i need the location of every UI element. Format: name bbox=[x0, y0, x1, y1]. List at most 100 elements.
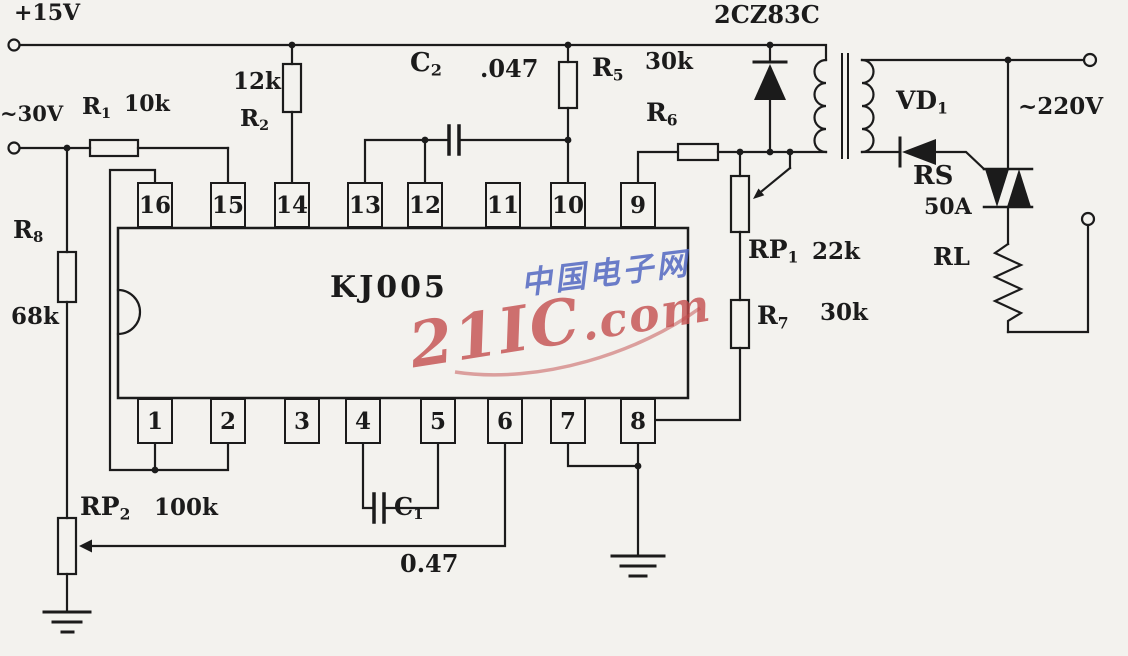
junction-dots bbox=[63, 41, 1012, 474]
label-r7-sub: 7 bbox=[777, 313, 789, 333]
label-ic: KJ005 bbox=[330, 270, 448, 305]
terminal-30v bbox=[7, 141, 21, 155]
label-r2-sub: 2 bbox=[259, 117, 270, 134]
label-c2-value: .047 bbox=[480, 54, 539, 83]
label-r8-name: R bbox=[13, 215, 33, 244]
label-r1-value: 10k bbox=[124, 91, 170, 117]
label-rs: RS bbox=[913, 161, 954, 191]
terminals bbox=[7, 38, 1098, 227]
label-r2-value: 12k bbox=[233, 68, 281, 95]
rs-triangle-left bbox=[985, 169, 1009, 207]
pin-box-13: 13 bbox=[347, 182, 383, 228]
resistor-r2 bbox=[281, 62, 303, 114]
secondary-winding bbox=[860, 58, 875, 154]
pin-number: 14 bbox=[276, 191, 309, 219]
pin-number: 15 bbox=[212, 191, 245, 219]
label-r2-name: R bbox=[240, 105, 260, 132]
label-vd1: VD1 bbox=[896, 88, 948, 116]
pin-box-7: 7 bbox=[550, 398, 586, 444]
label-rectifier: 2CZ83C bbox=[714, 0, 820, 29]
label-r8: R8 bbox=[13, 218, 43, 245]
wire bbox=[382, 442, 440, 510]
pin-number: 11 bbox=[487, 191, 520, 219]
label-r5-value: 30k bbox=[645, 48, 693, 75]
vd1-triangle bbox=[902, 139, 936, 165]
label-rp2: RP2 bbox=[80, 494, 130, 522]
ic-notch bbox=[116, 288, 142, 336]
label-vd1-sub: 1 bbox=[937, 98, 948, 118]
thyristor-rs bbox=[982, 167, 1034, 209]
pin-box-3: 3 bbox=[284, 398, 320, 444]
pin-number: 2 bbox=[219, 407, 236, 435]
pin-box-14: 14 bbox=[274, 182, 310, 228]
label-rp2-name: RP bbox=[80, 492, 120, 521]
terminal-15v bbox=[7, 38, 21, 52]
pin-box-15: 15 bbox=[210, 182, 246, 228]
load-rl bbox=[992, 242, 1024, 334]
pin-box-2: 2 bbox=[210, 398, 246, 444]
resistor-r1 bbox=[88, 138, 140, 158]
pin-number: 9 bbox=[629, 191, 646, 219]
wire bbox=[636, 150, 680, 184]
pin-box-16: 16 bbox=[137, 182, 173, 228]
capacitor-c2 bbox=[447, 124, 461, 156]
terminal-mains-bottom bbox=[1080, 211, 1096, 227]
pin-number: 10 bbox=[552, 191, 585, 219]
rp1-wiper-line bbox=[760, 166, 792, 193]
label-supply-30v: ~30V bbox=[0, 101, 64, 126]
label-c1: C1 bbox=[394, 495, 423, 522]
label-supply-15v: +15V bbox=[14, 0, 81, 26]
rp2-wiper-arrowhead bbox=[79, 539, 92, 553]
label-rp1-value: 22k bbox=[812, 238, 860, 265]
label-r7: R7 bbox=[757, 303, 789, 331]
resistor-r7 bbox=[729, 298, 751, 350]
label-vd1-name: VD bbox=[896, 86, 938, 115]
label-rp1: RP1 bbox=[748, 237, 798, 265]
label-c2-sub: 2 bbox=[430, 60, 442, 80]
label-r8-value: 68k bbox=[11, 303, 59, 330]
potentiometer-rp2 bbox=[56, 516, 92, 576]
label-c1-sub: 1 bbox=[413, 505, 424, 524]
pin-box-12: 12 bbox=[407, 182, 443, 228]
pin-number: 8 bbox=[629, 407, 646, 435]
pin-number: 12 bbox=[409, 191, 442, 219]
wire bbox=[363, 138, 451, 184]
pin-number: 4 bbox=[354, 407, 371, 435]
capacitor-c1 bbox=[372, 492, 386, 524]
diode-2cz83c bbox=[752, 60, 788, 100]
pin-box-5: 5 bbox=[420, 398, 456, 444]
pin-box-1: 1 bbox=[137, 398, 173, 444]
pin-box-8: 8 bbox=[620, 398, 656, 444]
label-r6-name: R bbox=[646, 98, 667, 127]
label-rs-value: 50A bbox=[924, 194, 972, 220]
pin-number: 16 bbox=[139, 191, 172, 219]
wire bbox=[655, 346, 742, 422]
rp1-wiper-arrowhead bbox=[753, 188, 765, 199]
label-r5-sub: 5 bbox=[612, 65, 624, 85]
resistor-r6 bbox=[676, 142, 720, 162]
rl-zigzag bbox=[992, 242, 1024, 334]
label-r5: R5 bbox=[592, 55, 624, 83]
label-c2-name: C bbox=[410, 48, 431, 78]
wire-segments bbox=[18, 43, 1090, 614]
wire bbox=[361, 442, 376, 510]
pin-number: 5 bbox=[429, 407, 446, 435]
pin-box-6: 6 bbox=[487, 398, 523, 444]
pin-number: 13 bbox=[349, 191, 382, 219]
label-r6-sub: 6 bbox=[666, 110, 678, 130]
resistor-r5 bbox=[557, 60, 579, 110]
rs-triangle-right bbox=[1007, 169, 1031, 207]
label-c1-value: 0.47 bbox=[400, 549, 459, 578]
label-rp1-name: RP bbox=[748, 235, 788, 264]
label-mains-220v: ~220V bbox=[1018, 93, 1104, 120]
pin-box-9: 9 bbox=[620, 182, 656, 228]
label-c2: C2 bbox=[410, 50, 442, 79]
primary-winding bbox=[813, 58, 828, 154]
label-r7-value: 30k bbox=[820, 299, 868, 326]
wire bbox=[108, 168, 230, 472]
label-rp1-sub: 1 bbox=[787, 247, 799, 267]
ground-symbol-left bbox=[42, 610, 92, 634]
label-c1-name: C bbox=[394, 492, 414, 521]
